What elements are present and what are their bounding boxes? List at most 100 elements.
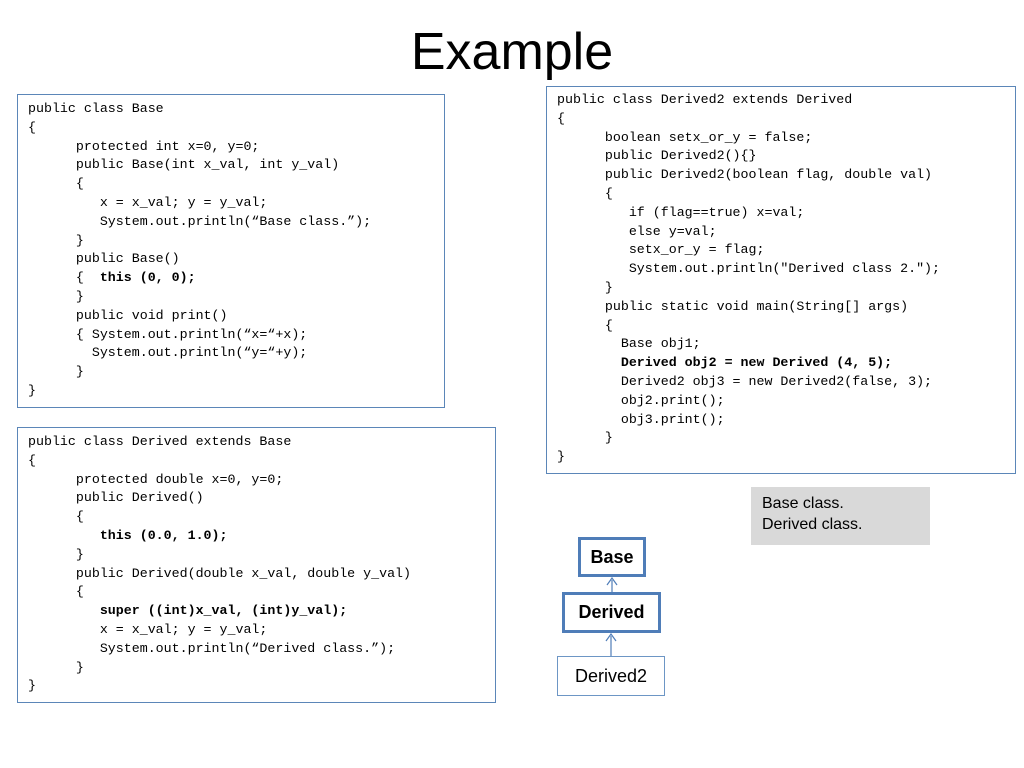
code-line: this (0.0, 1.0); — [28, 527, 495, 546]
code-text: public class Derived extends Base — [28, 434, 292, 449]
code-line: public Derived(double x_val, double y_va… — [28, 565, 495, 584]
code-text: } — [28, 546, 84, 562]
code-text: else y=val; — [557, 223, 717, 239]
code-text: public class Base — [28, 101, 164, 116]
code-line: } — [28, 677, 495, 696]
code-text: public Derived(double x_val, double y_va… — [28, 565, 412, 581]
arrow-derived2-to-derived — [605, 632, 617, 656]
code-text: public Base(int x_val, int y_val) — [28, 157, 340, 173]
code-line: setx_or_y = flag; — [557, 241, 1015, 260]
code-text: protected double x=0, y=0; — [28, 471, 284, 487]
code-text: { — [557, 185, 613, 201]
code-line: { — [28, 452, 495, 471]
code-text: public Derived() — [28, 490, 204, 506]
code-line: public Base() — [28, 250, 444, 269]
code-text: } — [28, 288, 84, 304]
code-bold-text: super ((int)x_val, (int)y_val); — [99, 603, 348, 619]
code-text: public void print() — [28, 307, 228, 323]
code-text: { — [28, 119, 36, 135]
code-line: protected int x=0, y=0; — [28, 138, 444, 157]
code-text: { — [28, 452, 36, 468]
code-text: { — [28, 509, 84, 525]
code-line: } — [557, 429, 1015, 448]
code-line: } — [557, 448, 1015, 467]
code-text: { System.out.println(“x=“+x); — [28, 326, 308, 342]
output-line: Derived class. — [762, 516, 863, 533]
code-line: public class Derived2 extends Derived — [557, 91, 1015, 110]
code-line: public static void main(String[] args) — [557, 298, 1015, 317]
code-text: } — [28, 382, 36, 398]
code-line: protected double x=0, y=0; — [28, 471, 495, 490]
code-line: Derived2 obj3 = new Derived2(false, 3); — [557, 373, 1015, 392]
code-line: System.out.println(“Derived class.”); — [28, 640, 495, 659]
code-line: x = x_val; y = y_val; — [28, 621, 495, 640]
code-line: System.out.println(“y=“+y); — [28, 344, 444, 363]
code-line: public class Derived extends Base — [28, 433, 495, 452]
code-bold-text: Derived obj2 = new Derived (4, 5); — [620, 355, 893, 371]
code-line: { — [28, 175, 444, 194]
code-line: { System.out.println(“x=“+x); — [28, 326, 444, 345]
base-class-code-box: public class Base { protected int x=0, y=… — [17, 94, 445, 408]
code-text: Derived2 obj3 = new Derived2(false, 3); — [557, 373, 933, 389]
code-line: super ((int)x_val, (int)y_val); — [28, 602, 495, 621]
hierarchy-node-derived: Derived — [562, 592, 661, 633]
code-line: { — [557, 110, 1015, 129]
code-text: } — [28, 232, 84, 248]
code-line: } — [28, 546, 495, 565]
hierarchy-node-derived2: Derived2 — [557, 656, 665, 696]
code-line: { — [28, 508, 495, 527]
code-text: } — [557, 449, 565, 465]
code-text: System.out.println(“y=“+y); — [28, 345, 308, 361]
code-line: public class Base — [28, 100, 444, 119]
code-text: { — [28, 176, 84, 192]
code-text: protected int x=0, y=0; — [28, 138, 260, 154]
output-line: Base class. — [762, 495, 844, 512]
code-line: Base obj1; — [557, 335, 1015, 354]
code-line: else y=val; — [557, 223, 1015, 242]
code-bold-text: this (0, 0); — [99, 270, 196, 286]
slide-title: Example — [410, 23, 614, 81]
code-bold-text: this (0.0, 1.0); — [99, 527, 228, 543]
code-text: Base obj1; — [557, 336, 701, 352]
code-line: obj2.print(); — [557, 392, 1015, 411]
code-line: } — [28, 288, 444, 307]
code-text: x = x_val; y = y_val; — [28, 621, 268, 637]
code-text: { — [557, 110, 565, 126]
code-line: { — [557, 185, 1015, 204]
code-line: } — [28, 232, 444, 251]
code-line: public Base(int x_val, int y_val) — [28, 156, 444, 175]
code-line: if (flag==true) x=val; — [557, 204, 1015, 223]
code-line: } — [28, 382, 444, 401]
code-line: Derived obj2 = new Derived (4, 5); — [557, 354, 1015, 373]
code-line: public Derived() — [28, 489, 495, 508]
code-text: obj3.print(); — [557, 411, 725, 427]
code-text: if (flag==true) x=val; — [557, 204, 805, 220]
code-line: public Derived2(){} — [557, 147, 1015, 166]
code-line: System.out.println("Derived class 2."); — [557, 260, 1015, 279]
code-line: } — [28, 659, 495, 678]
code-text: { — [28, 270, 100, 286]
derived2-class-code-box: public class Derived2 extends Derived{ b… — [546, 86, 1016, 474]
code-text: } — [557, 279, 613, 295]
derived-class-code-box: public class Derived extends Base { prote… — [17, 427, 496, 703]
code-line: obj3.print(); — [557, 411, 1015, 430]
code-text: obj2.print(); — [557, 392, 725, 408]
code-line: public void print() — [28, 307, 444, 326]
code-line: x = x_val; y = y_val; — [28, 194, 444, 213]
code-line: { — [28, 119, 444, 138]
code-text: boolean setx_or_y = false; — [557, 129, 813, 145]
code-line: { this (0, 0); — [28, 269, 444, 288]
code-text: x = x_val; y = y_val; — [28, 194, 268, 210]
code-text: public static void main(String[] args) — [557, 298, 909, 314]
hierarchy-node-base: Base — [578, 537, 646, 577]
code-line: public Derived2(boolean flag, double val… — [557, 166, 1015, 185]
code-text: } — [557, 430, 613, 446]
code-text: System.out.println(“Derived class.”); — [28, 640, 396, 656]
code-line: boolean setx_or_y = false; — [557, 129, 1015, 148]
code-text: } — [28, 678, 36, 694]
code-text: { — [557, 317, 613, 333]
code-text: } — [28, 364, 84, 380]
code-text: } — [28, 659, 84, 675]
code-text: public Base() — [28, 251, 180, 267]
arrow-derived-to-base — [606, 576, 618, 592]
